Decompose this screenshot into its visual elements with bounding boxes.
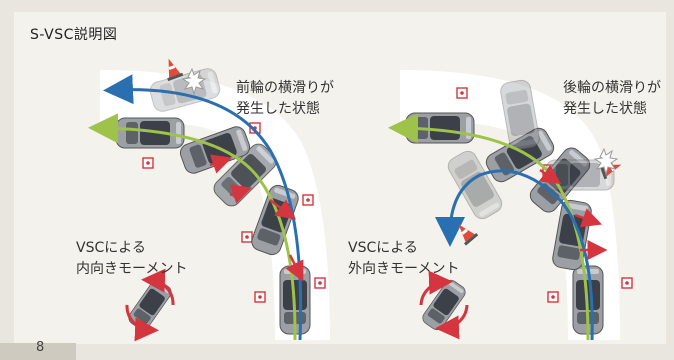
car-right-ghost-2	[498, 78, 542, 152]
spark-icon	[181, 67, 207, 96]
right-road	[400, 70, 620, 340]
wheel-arrows-right	[539, 164, 608, 260]
rotation-demo-car-left	[125, 268, 175, 342]
car-left-5	[115, 117, 185, 149]
wheel-arrows-left	[209, 154, 304, 282]
left-moment-caption: VSCによる 内向きモーメント	[76, 240, 188, 277]
right-vsc-arrow	[435, 169, 594, 341]
spark-icon-right	[593, 147, 619, 176]
left-state-caption: 前輪の横滑りが 発生した状態	[236, 80, 334, 117]
left-diagram	[88, 55, 330, 342]
left-road	[100, 70, 330, 340]
rotation-demo-car-right	[419, 270, 469, 340]
right-moment-caption: VSCによる 外向きモーメント	[348, 240, 460, 277]
right-state-caption: 後輪の横滑りが 発生した状態	[563, 80, 661, 117]
diagram-title: S-VSC説明図	[30, 27, 118, 43]
right-diagram	[388, 70, 633, 341]
page-tab	[0, 343, 76, 360]
page-number: 8	[36, 340, 45, 355]
